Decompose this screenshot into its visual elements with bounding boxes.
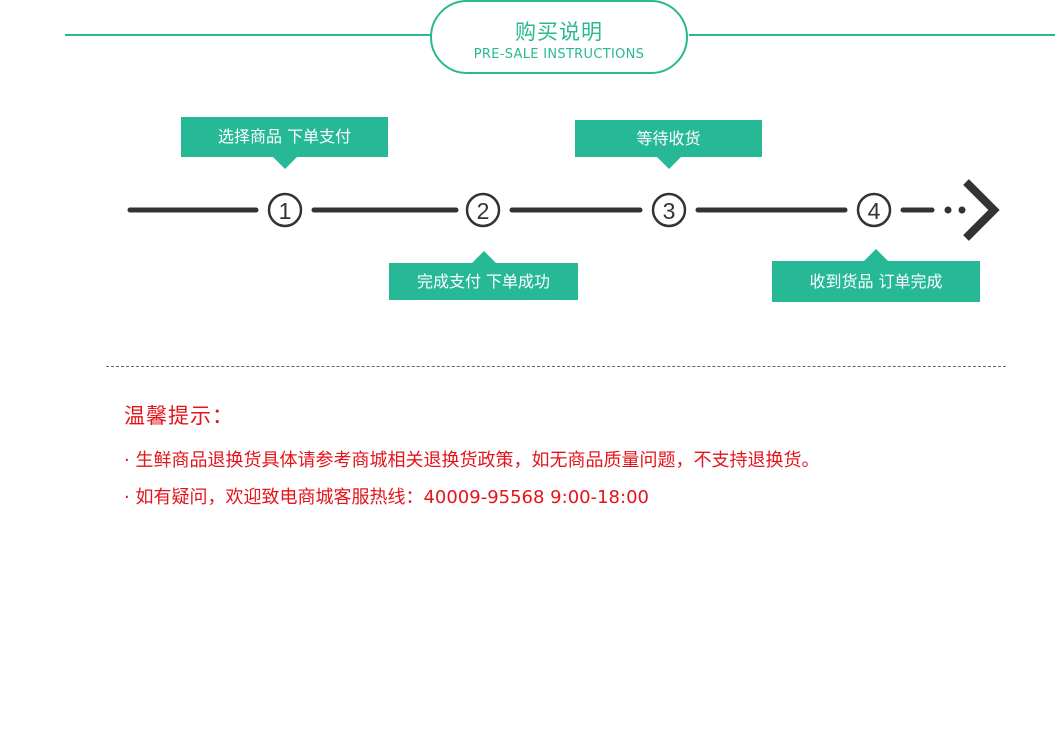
step-3-callout: 等待收货	[575, 120, 762, 169]
section-separator	[106, 366, 1006, 367]
step-4-label: 收到货品 订单完成	[809, 272, 943, 291]
arrow-head-icon	[963, 179, 1000, 241]
step-3-label: 等待收货	[636, 129, 701, 148]
step-number: 3	[663, 198, 676, 224]
step-4-callout: 收到货品 订单完成	[772, 249, 980, 302]
step-number: 2	[477, 198, 490, 224]
timeline-dot	[944, 206, 952, 214]
notice-section: 温馨提示： · 生鲜商品退换货具体请参考商城相关退换货政策，如无商品质量问题，不…	[124, 400, 819, 516]
step-number: 4	[868, 198, 881, 224]
step-marker-1: 1	[267, 192, 303, 228]
timeline-dot	[958, 206, 966, 214]
notice-line: · 如有疑问，欢迎致电商城客服热线：40009-95568 9:00-18:00	[124, 487, 649, 508]
section-title-badge: 购买说明 PRE-SALE INSTRUCTIONS	[430, 0, 688, 74]
notice-line: · 生鲜商品退换货具体请参考商城相关退换货政策，如无商品质量问题，不支持退换货。	[124, 450, 820, 471]
section-title: 购买说明	[515, 20, 603, 44]
flow-timeline: 1 2 3 4	[127, 179, 1000, 241]
step-number: 1	[279, 198, 292, 224]
purchase-flow: 1 2 3 4 选择商品 下单支付 完成支付 下单成功 等待收货 收到货品 订单…	[0, 0, 1062, 340]
step-2-label: 完成支付 下单成功	[416, 272, 551, 291]
step-marker-2: 2	[465, 192, 501, 228]
step-marker-3: 3	[651, 192, 687, 228]
step-1-callout: 选择商品 下单支付	[181, 117, 388, 169]
section-subtitle: PRE-SALE INSTRUCTIONS	[473, 47, 645, 62]
notice-title: 温馨提示：	[124, 404, 234, 428]
step-2-callout: 完成支付 下单成功	[389, 251, 578, 300]
header-divider-right	[689, 34, 1055, 36]
step-1-label: 选择商品 下单支付	[217, 127, 352, 146]
step-marker-4: 4	[856, 192, 892, 228]
header-divider-left	[65, 34, 431, 36]
